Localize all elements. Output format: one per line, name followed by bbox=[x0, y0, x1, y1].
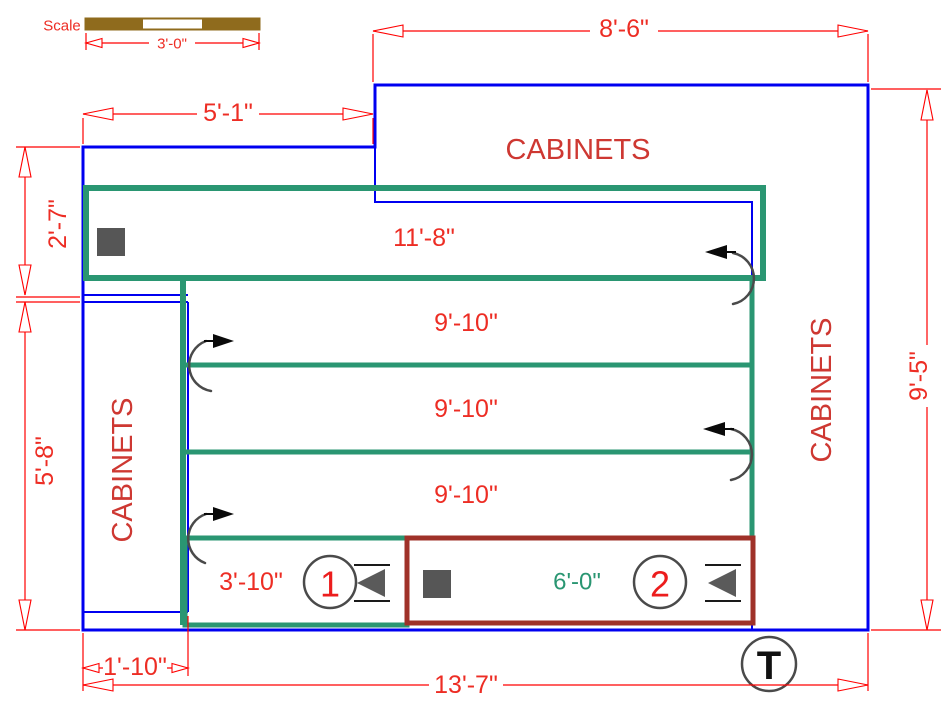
scale-dimension-text: 3'-0" bbox=[157, 36, 187, 53]
dim-arrow-right bbox=[837, 24, 869, 38]
dim-text-bg bbox=[32, 430, 58, 492]
dim-text-bg bbox=[590, 15, 658, 41]
row-1-length: 9'-10" bbox=[434, 309, 498, 337]
square-marker-box2-icon bbox=[423, 570, 451, 598]
box-2-length: 6'-0" bbox=[553, 569, 601, 596]
turn-arrow-right-icon bbox=[213, 507, 234, 521]
dimension-right: 9'-5" bbox=[871, 88, 941, 631]
dim-text-upper-left: 5'-1" bbox=[203, 99, 253, 127]
turn-arc-icon bbox=[186, 512, 208, 565]
scale-bar-white-segment bbox=[143, 19, 202, 29]
turn-arrow-right-icon bbox=[213, 334, 234, 348]
circle-2-outline bbox=[632, 554, 688, 610]
dimension-bottom: 13'-7" bbox=[82, 633, 869, 699]
dim-text-bottom-left: 1'-10" bbox=[103, 653, 167, 681]
run-top-length: 11'-8" bbox=[393, 224, 455, 252]
scale-dim-text-bg bbox=[149, 35, 195, 52]
cabinets-label-right: CABINETS bbox=[806, 317, 838, 462]
dim-arrow-right bbox=[171, 662, 191, 674]
turn-symbol-circle: T bbox=[740, 635, 798, 693]
triangle-marker-bars bbox=[354, 564, 390, 602]
dim-arrow-down bbox=[18, 599, 32, 631]
dim-arrow-right bbox=[837, 678, 869, 692]
flow-turn-left-1 bbox=[187, 334, 234, 393]
dim-text-top: 8'-6" bbox=[599, 15, 649, 43]
run-top-outline bbox=[83, 185, 766, 281]
dimension-left-upper: 2'-7" bbox=[16, 146, 80, 298]
dimension-left-lower: 5'-8" bbox=[16, 301, 80, 631]
dim-arrow-left bbox=[372, 24, 404, 38]
box-2-outline bbox=[404, 535, 756, 626]
scale-label: Scale bbox=[43, 18, 81, 35]
circle-1-outline bbox=[302, 554, 358, 610]
dim-text-bg bbox=[906, 345, 932, 407]
dim-arrow-right bbox=[342, 107, 374, 121]
dim-text-bg bbox=[197, 100, 259, 125]
triangle-marker-box1-icon bbox=[354, 564, 390, 602]
dim-text-bg bbox=[429, 672, 503, 697]
turn-arc-icon bbox=[731, 251, 756, 306]
dimension-top: 8'-6" bbox=[372, 15, 869, 82]
turn-arrow-left-icon bbox=[705, 245, 727, 259]
dimension-bottom-left: 1'-10" bbox=[80, 616, 191, 691]
dim-text-bottom: 13'-7" bbox=[434, 671, 498, 699]
square-marker-top-icon bbox=[97, 228, 125, 256]
box-2-number: 2 bbox=[650, 564, 670, 605]
left-cabinet-face bbox=[83, 294, 189, 613]
dimension-upper-left: 5'-1" bbox=[82, 99, 374, 144]
scale-arrow-right bbox=[242, 37, 262, 49]
turn-symbol-letter: T bbox=[757, 644, 781, 688]
flow-turn-right-1 bbox=[705, 245, 756, 306]
flow-turn-right-2 bbox=[703, 422, 754, 482]
dim-arrow-left bbox=[82, 678, 114, 692]
dimension-line bbox=[16, 301, 80, 631]
top-right-cabinet-face bbox=[374, 147, 753, 630]
dim-arrow-up bbox=[18, 301, 32, 333]
turn-arc-icon bbox=[729, 427, 754, 482]
turn-arc-icon bbox=[187, 339, 213, 393]
dim-text-bg bbox=[103, 656, 167, 678]
dim-arrow-down bbox=[18, 264, 32, 296]
box-1-length: 3'-10" bbox=[219, 568, 283, 596]
triangle-marker-glyph bbox=[357, 569, 385, 597]
triangle-marker-bars bbox=[705, 564, 741, 602]
turn-circle-outline bbox=[740, 635, 798, 693]
turn-arrow-left-icon bbox=[703, 422, 725, 436]
circle-label-1: 1 bbox=[302, 554, 358, 610]
counter-runs bbox=[83, 185, 766, 628]
scale-indicator: Scale 3'-0" bbox=[43, 17, 262, 53]
dim-text-left-lower: 5'-8" bbox=[31, 436, 59, 486]
cabinets-label-left: CABINETS bbox=[107, 397, 139, 542]
box-1-number: 1 bbox=[320, 564, 340, 605]
dim-text-left-upper: 2'-7" bbox=[44, 199, 72, 249]
flow-turn-left-2 bbox=[186, 507, 234, 565]
dim-text-right: 9'-5" bbox=[905, 351, 933, 401]
triangle-marker-box2-icon bbox=[705, 564, 741, 602]
dim-arrow-up bbox=[920, 89, 934, 121]
cabinets-label-top: CABINETS bbox=[505, 134, 650, 166]
circle-label-2: 2 bbox=[632, 554, 688, 610]
dim-arrow-up bbox=[18, 146, 32, 178]
triangle-marker-glyph bbox=[708, 569, 736, 597]
scale-arrow-left bbox=[83, 37, 103, 49]
row-2-length: 9'-10" bbox=[434, 395, 498, 423]
row-3-length: 9'-10" bbox=[434, 481, 498, 509]
dim-arrow-left bbox=[80, 662, 100, 674]
dim-arrow-down bbox=[920, 599, 934, 631]
dim-arrow-left bbox=[82, 107, 114, 121]
